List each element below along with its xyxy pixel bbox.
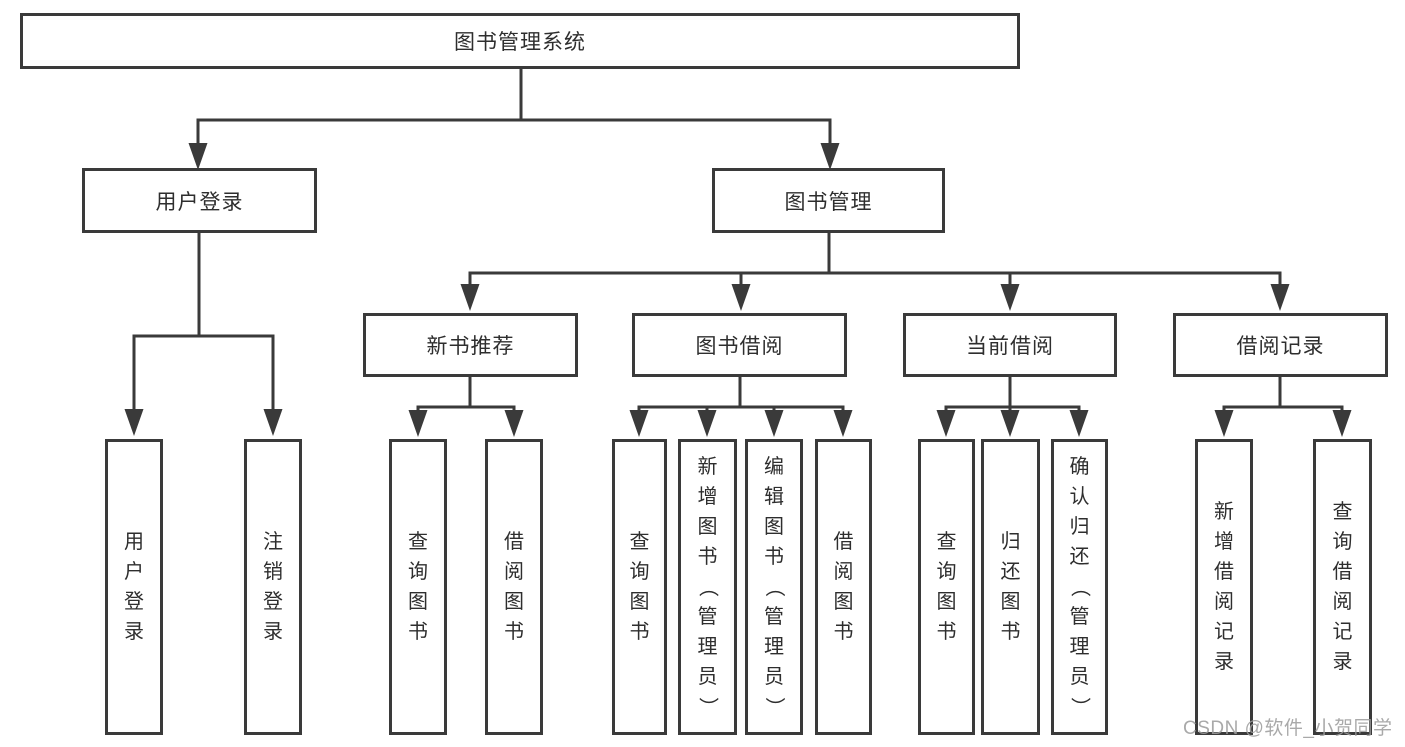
node-add-books-admin: 新增图书（管理员）: [678, 439, 737, 735]
csdn-watermark: CSDN @软件_小贺同学: [1183, 718, 1393, 739]
node-query-books-3: 查询图书: [918, 439, 975, 735]
connector-book-borrow-children: [637, 377, 845, 417]
connector-root-children: [196, 69, 832, 150]
node-edit-books-admin: 编辑图书（管理员）: [745, 439, 803, 735]
connector-user-login-children: [132, 233, 275, 416]
node-add-borrow-record: 新增借阅记录: [1195, 439, 1253, 735]
node-borrow-records: 借阅记录: [1173, 313, 1388, 377]
node-current-borrowing: 当前借阅: [903, 313, 1117, 377]
node-query-borrow-record: 查询借阅记录: [1313, 439, 1372, 735]
node-user-login-leaf: 用户登录: [105, 439, 163, 735]
node-borrow-books-2: 借阅图书: [815, 439, 872, 735]
node-logout: 注销登录: [244, 439, 302, 735]
node-confirm-return-admin: 确认归还（管理员）: [1051, 439, 1108, 735]
node-return-books: 归还图书: [981, 439, 1040, 735]
node-borrow-books-1: 借阅图书: [485, 439, 543, 735]
connector-book-mgmt-children: [468, 233, 1282, 291]
node-book-management: 图书管理: [712, 168, 945, 233]
node-library-management-system: 图书管理系统: [20, 13, 1020, 69]
node-query-books-1: 查询图书: [389, 439, 447, 735]
connector-new-book-rec-children: [416, 377, 516, 417]
connector-borrow-records-children: [1222, 377, 1344, 417]
node-user-login: 用户登录: [82, 168, 317, 233]
node-book-borrowing: 图书借阅: [632, 313, 847, 377]
node-new-book-recommend: 新书推荐: [363, 313, 578, 377]
node-query-books-2: 查询图书: [612, 439, 667, 735]
